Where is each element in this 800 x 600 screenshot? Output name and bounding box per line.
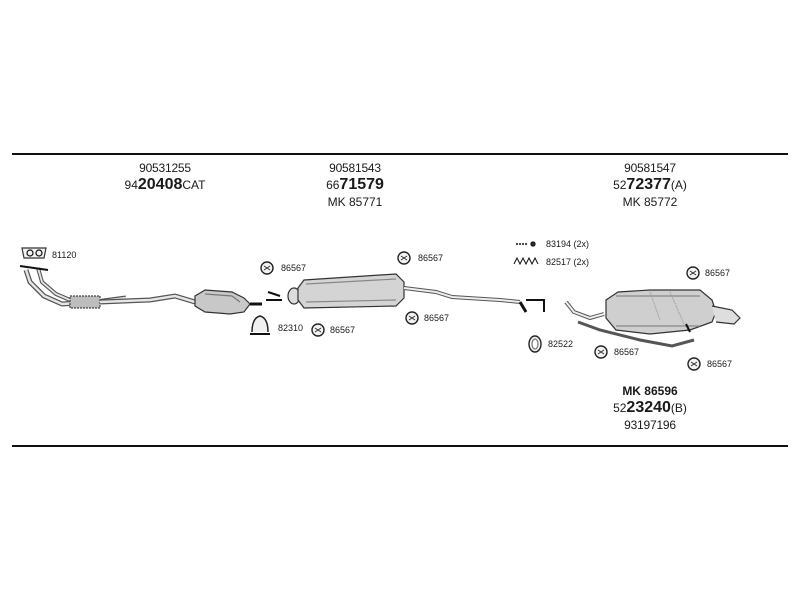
front-ref: 9420408CAT bbox=[110, 177, 220, 193]
middle-silencer bbox=[266, 273, 545, 313]
label-bolt-kit: 83194 (2x) bbox=[546, 239, 590, 249]
rear-ref-prefix: 52 bbox=[613, 178, 627, 192]
ring-icon bbox=[528, 335, 542, 353]
rear-ref-main: 72377 bbox=[626, 176, 671, 193]
rear-b-part-header: MK 86596 5223240(B) 93197196 bbox=[595, 385, 705, 434]
clamp-icon bbox=[250, 315, 270, 335]
label-hanger-d: 86567 bbox=[424, 313, 450, 323]
hanger-icons bbox=[260, 251, 701, 371]
middle-part-header: 90581543 6671579 MK 85771 bbox=[300, 162, 410, 211]
label-hanger-g: 86567 bbox=[707, 359, 733, 369]
front-ref-prefix: 94 bbox=[124, 178, 138, 192]
front-ref-main: 20408 bbox=[137, 176, 183, 193]
front-part-header: 90531255 9420408CAT bbox=[110, 162, 220, 196]
label-clamp: 82310 bbox=[278, 323, 304, 333]
rear-part-number: 90581547 bbox=[624, 161, 676, 175]
label-hanger-f: 86567 bbox=[614, 347, 640, 357]
front-ref-suffix: CAT bbox=[182, 178, 206, 192]
middle-kit: MK 85771 bbox=[327, 195, 383, 209]
bolt-kit-icon bbox=[516, 241, 536, 247]
middle-part-number: 90581543 bbox=[329, 161, 381, 175]
label-hanger-b: 86567 bbox=[330, 325, 356, 335]
spring-kit-icon bbox=[513, 256, 539, 266]
label-hanger-c: 86567 bbox=[418, 253, 444, 263]
label-hanger-e: 86567 bbox=[705, 268, 731, 278]
label-ring: 82522 bbox=[548, 339, 574, 349]
middle-ref: 6671579 bbox=[300, 177, 410, 193]
rear-b-ref: 5223240(B) bbox=[595, 400, 705, 416]
front-downpipe bbox=[19, 265, 196, 309]
catalytic-converter bbox=[194, 289, 262, 315]
bottom-divider bbox=[12, 445, 788, 447]
rear-b-ref-prefix: 52 bbox=[613, 401, 627, 415]
front-part-number: 90531255 bbox=[139, 161, 191, 175]
middle-ref-main: 71579 bbox=[339, 176, 384, 193]
label-gasket-front: 81120 bbox=[52, 250, 77, 260]
top-divider bbox=[12, 153, 788, 155]
rear-b-kit: MK 86596 bbox=[622, 384, 678, 398]
rear-b-ref-suffix: (B) bbox=[670, 401, 687, 415]
rear-ref-suffix: (A) bbox=[670, 178, 687, 192]
front-gasket bbox=[21, 247, 47, 259]
rear-ref: 5272377(A) bbox=[595, 177, 705, 193]
label-spring-kit: 82517 (2x) bbox=[546, 257, 590, 267]
middle-ref-prefix: 66 bbox=[326, 178, 340, 192]
rear-kit: MK 85772 bbox=[622, 195, 678, 209]
rear-b-ref-main: 23240 bbox=[626, 399, 671, 416]
rear-silencer bbox=[564, 289, 741, 348]
label-hanger-a: 86567 bbox=[281, 263, 307, 273]
rear-b-part-number: 93197196 bbox=[624, 418, 676, 432]
rear-part-header: 90581547 5272377(A) MK 85772 bbox=[595, 162, 705, 211]
